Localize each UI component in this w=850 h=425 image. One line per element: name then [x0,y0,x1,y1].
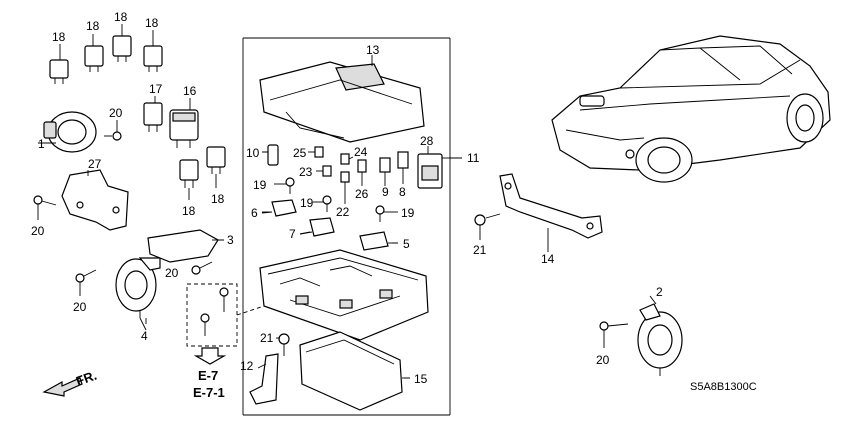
bracket-12[interactable] [249,353,279,405]
callout-24: 24 [354,145,368,159]
callout-12: 12 [240,359,254,373]
callout-labels: 1 2 3 4 5 6 7 8 9 10 11 12 13 14 15 16 1… [31,10,663,386]
relay-18-c[interactable] [112,24,132,62]
bracket-14[interactable] [499,173,603,248]
horn-2[interactable] [637,295,683,376]
callout-18b: 18 [86,19,100,33]
callout-18d: 18 [145,16,159,30]
callout-17: 17 [149,82,163,96]
relay-18-d[interactable] [143,30,163,72]
diagram-code: S5A8B1300C [690,381,757,393]
callout-19c: 19 [401,206,415,220]
relay-block-5[interactable] [359,231,398,251]
relay-18-a[interactable] [49,44,69,84]
fuse-24[interactable] [340,153,354,165]
callout-22: 22 [336,205,350,219]
callout-26: 26 [355,187,369,201]
bolt-19-a[interactable] [274,177,295,194]
callout-18e: 18 [182,204,196,218]
relay-16[interactable] [169,98,199,148]
callout-3: 3 [227,233,234,247]
fuse-box-cover-13[interactable] [259,55,425,143]
relay-17[interactable] [143,96,163,132]
reference-e7-1[interactable]: E-7-1 [193,385,225,400]
front-label: FR. [74,368,99,389]
lower-cover-15[interactable] [299,331,410,411]
callout-27: 27 [88,157,102,171]
fuse-box-frame [242,37,462,416]
fuse-box-body-11[interactable] [259,249,429,341]
reference-e7[interactable]: E-7 [198,368,218,383]
callout-10: 10 [246,146,260,160]
callout-21b: 21 [260,331,274,345]
fuse-puller-10[interactable] [262,144,279,166]
callout-20d: 20 [165,266,179,280]
callout-15: 15 [414,372,428,386]
callout-4: 4 [141,329,148,343]
bolt-20-e[interactable] [599,321,629,348]
callout-9: 9 [382,185,389,199]
callout-19a: 19 [253,178,267,192]
callout-6: 6 [251,206,258,220]
callout-19b: 19 [300,196,314,210]
reference-arrow [193,347,227,365]
callout-18f: 18 [211,192,225,206]
callout-18a: 18 [52,30,66,44]
callout-20e: 20 [596,353,610,367]
connector-dashed-box [186,283,265,347]
bolt-19-b[interactable] [313,195,332,212]
front-direction-arrow [42,377,83,397]
car-illustration [551,35,831,183]
fuse-25[interactable] [308,146,324,158]
relay-18-f[interactable] [206,146,226,188]
callout-20a: 20 [109,106,123,120]
callout-7: 7 [289,227,296,241]
fuse-23[interactable] [316,165,332,177]
callout-21a: 21 [473,243,487,257]
callout-2: 2 [656,285,663,299]
bolt-21-a[interactable] [278,333,290,356]
horn-4[interactable] [115,257,161,324]
fuse-26[interactable] [357,159,367,186]
callout-8: 8 [399,185,406,199]
callout-23: 23 [299,165,313,179]
callout-20c: 20 [73,300,87,314]
fuse-22[interactable] [340,171,350,204]
bolt-20-a[interactable] [104,120,122,141]
callout-5: 5 [403,237,410,251]
relay-18-b[interactable] [84,34,104,72]
relay-block-6[interactable] [261,199,297,217]
callout-28: 28 [420,134,434,148]
bolt-19-c[interactable] [375,205,398,222]
fuse-8[interactable] [397,151,409,184]
callout-20b: 20 [31,224,45,238]
callout-25: 25 [293,146,307,160]
relay-18-e[interactable] [179,159,199,200]
bolt-21-b[interactable] [474,213,501,240]
bolt-20-c[interactable] [75,269,97,296]
fuse-9[interactable] [379,157,391,186]
callout-18c: 18 [114,10,128,24]
callout-1: 1 [38,137,45,151]
bracket-27[interactable] [61,169,129,231]
connector-28[interactable] [417,146,443,189]
callout-14: 14 [541,252,555,266]
horn-1[interactable] [38,111,97,153]
bolt-20-d[interactable] [191,261,213,275]
bracket-3[interactable] [147,229,224,263]
callout-13: 13 [366,43,380,57]
callout-16: 16 [183,84,197,98]
leader-lines [44,142,549,379]
callout-11: 11 [467,151,480,165]
bolt-20-b[interactable] [33,195,57,220]
